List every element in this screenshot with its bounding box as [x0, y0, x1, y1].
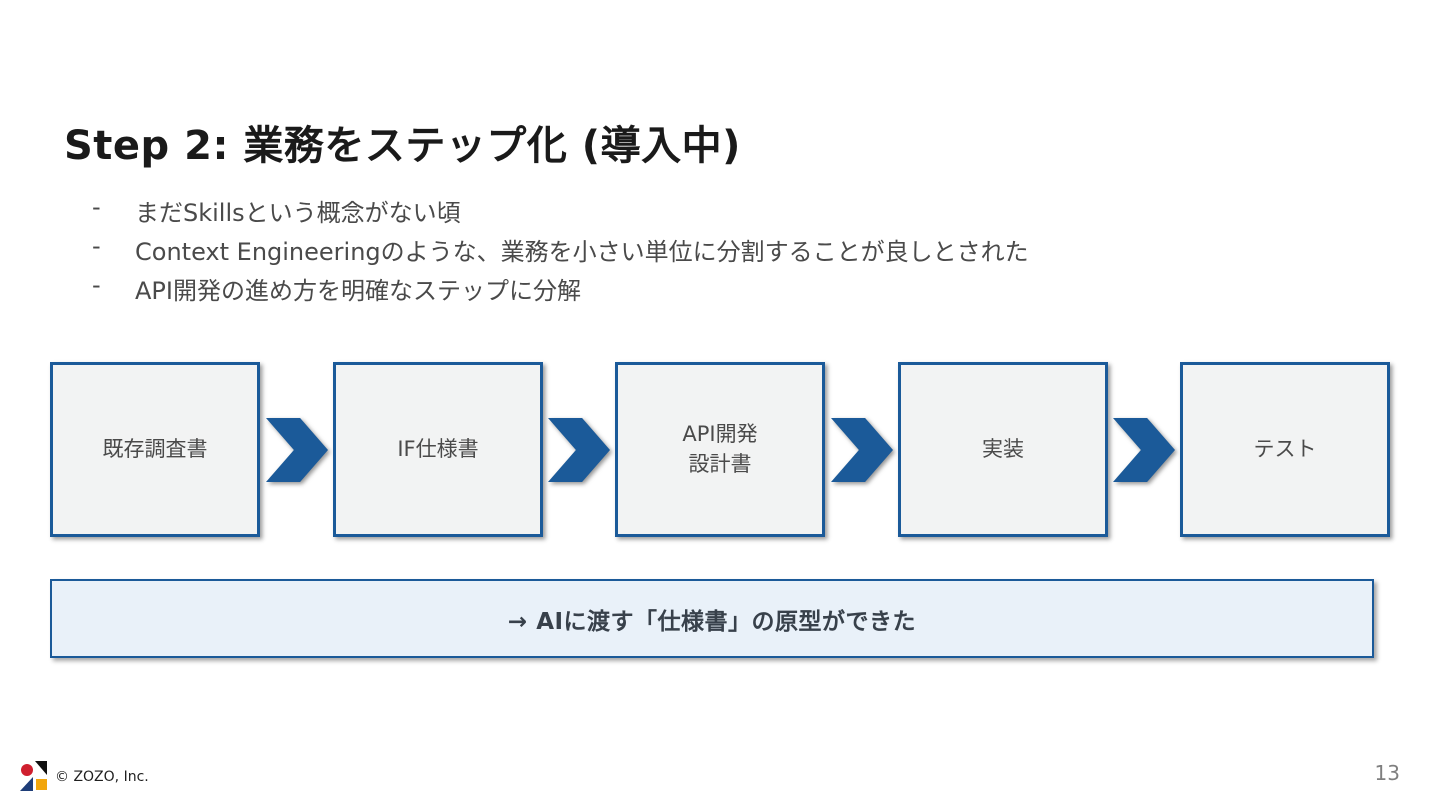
slide-title: Step 2: 業務をステップ化 (導入中) [64, 122, 741, 169]
bullet-text: API開発の進め方を明確なステップに分解 [135, 277, 581, 305]
zozo-logo-icon [20, 760, 50, 792]
flow-arrow-icon [1113, 418, 1175, 482]
flow-arrow-icon [266, 418, 328, 482]
flow-arrow-icon [831, 418, 893, 482]
flow-step-test: テスト [1180, 362, 1390, 537]
copyright-text: © ZOZO, Inc. [55, 769, 149, 785]
conclusion-banner-text: → AIに渡す「仕様書」の原型ができた [507, 608, 917, 635]
flow-step-existing-survey-doc: 既存調査書 [50, 362, 260, 537]
bullet-item: - API開発の進め方を明確なステップに分解 [78, 271, 1029, 310]
bullet-item: - Context Engineeringのような、業務を小さい単位に分割するこ… [78, 232, 1029, 271]
chevron-right-icon [1113, 418, 1175, 482]
flow-step-api-design-doc: API開発 設計書 [615, 362, 825, 537]
chevron-right-icon [266, 418, 328, 482]
bullet-marker: - [92, 193, 101, 221]
bullet-marker: - [92, 271, 101, 299]
bullet-text: まだSkillsという概念がない頃 [135, 199, 461, 227]
flow-step-implementation: 実装 [898, 362, 1108, 537]
bullet-list: - まだSkillsという概念がない頃 - Context Engineerin… [78, 193, 1029, 310]
bullet-marker: - [92, 232, 101, 260]
chevron-right-icon [548, 418, 610, 482]
flow-arrow-icon [548, 418, 610, 482]
flow-step-if-spec: IF仕様書 [333, 362, 543, 537]
bullet-text: Context Engineeringのような、業務を小さい単位に分割することが… [135, 238, 1029, 266]
logo-yellow-square-icon [36, 779, 47, 790]
logo-black-triangle-icon [35, 761, 47, 775]
logo-navy-triangle-icon [20, 777, 33, 791]
bullet-item: - まだSkillsという概念がない頃 [78, 193, 1029, 232]
logo-red-circle-icon [21, 764, 33, 776]
conclusion-banner: → AIに渡す「仕様書」の原型ができた [50, 579, 1374, 658]
chevron-right-icon [831, 418, 893, 482]
page-number: 13 [1374, 761, 1400, 785]
